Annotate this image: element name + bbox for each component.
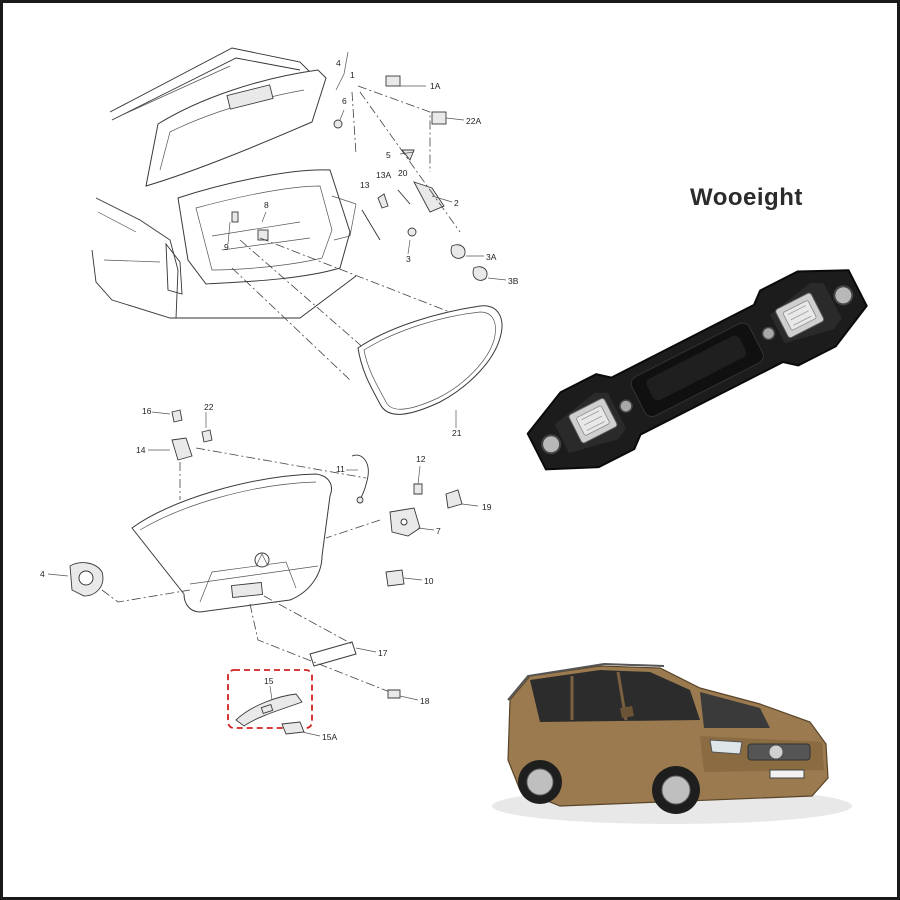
callout-17: 17: [378, 648, 388, 658]
callout-22: 22: [204, 402, 214, 412]
callout-4-left: 4: [40, 569, 45, 579]
vw-touran-car-photo: [492, 662, 852, 824]
callout-12: 12: [416, 454, 426, 464]
sedan-trunk-open-drawing: [91, 47, 507, 428]
callout-22A: 22A: [466, 116, 481, 126]
callout-16: 16: [142, 406, 152, 416]
callout-14: 14: [136, 445, 146, 455]
callout-21: 21: [452, 428, 462, 438]
callout-11: 11: [336, 464, 345, 474]
callout-9: 9: [224, 242, 229, 252]
callout-1: 1: [350, 70, 355, 80]
callout-7: 7: [436, 526, 441, 536]
callout-18: 18: [420, 696, 430, 706]
callout-6: 6: [342, 96, 347, 106]
callout-19: 19: [482, 502, 492, 512]
callout-5: 5: [386, 150, 391, 160]
callout-20: 20: [398, 168, 408, 178]
callout-15A: 15A: [322, 732, 337, 742]
trunk-lid-drawing: [47, 409, 479, 737]
trunk-handle-photo: [526, 269, 868, 471]
callout-8: 8: [264, 200, 269, 210]
callout-13: 13: [360, 180, 370, 190]
callout-13A: 13A: [376, 170, 391, 180]
callout-15: 15: [264, 676, 274, 686]
callout-2: 2: [454, 198, 459, 208]
callout-3B: 3B: [508, 276, 519, 286]
callout-1A: 1A: [430, 81, 441, 91]
brand-watermark: Wooeight: [690, 184, 803, 211]
callout-3: 3: [406, 254, 411, 264]
callout-10: 10: [424, 576, 434, 586]
callout-4-top: 4: [336, 58, 341, 68]
callout-labels: 4 1 1A 6 22A 5 13A 20 13 2 8 9 3 3A 3B 2…: [40, 58, 519, 742]
callout-3A: 3A: [486, 252, 497, 262]
